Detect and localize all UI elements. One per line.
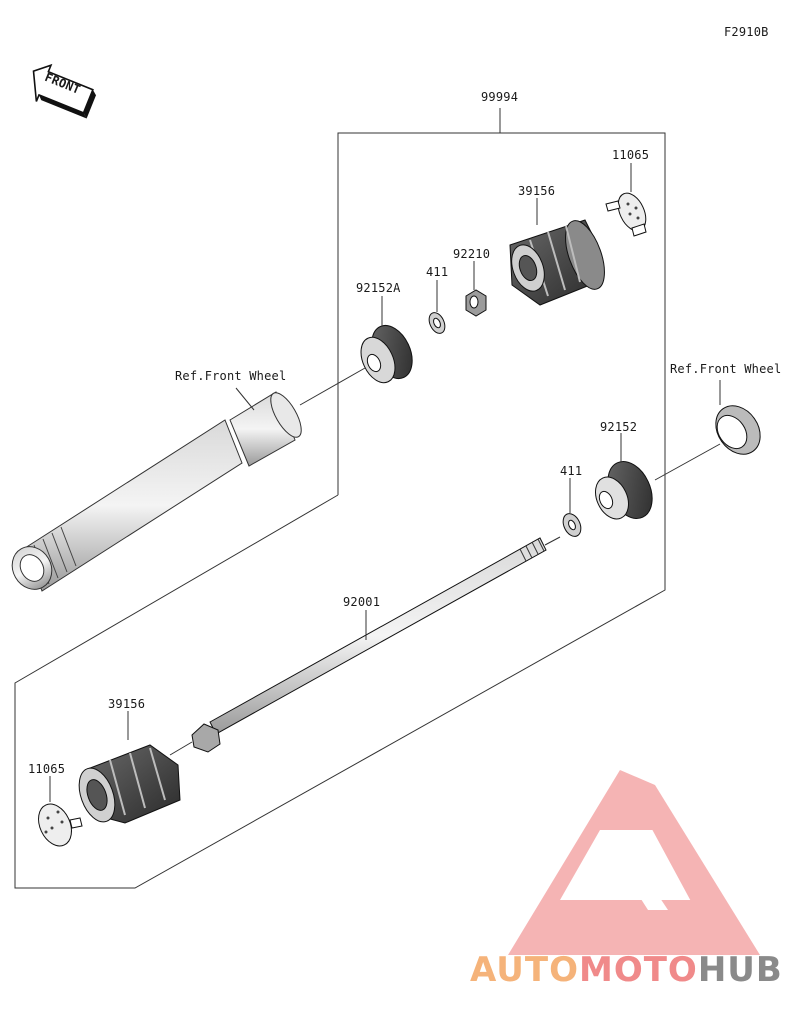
washer-411-right xyxy=(562,513,582,537)
label-39156-top: 39156 xyxy=(518,184,556,198)
label-39156-bottom: 39156 xyxy=(108,697,146,711)
cap-11065-top xyxy=(605,192,647,237)
leader-lines xyxy=(49,163,632,802)
label-11065-bottom: 11065 xyxy=(28,762,66,776)
washer-411-top xyxy=(428,312,446,334)
nut-92210 xyxy=(465,289,487,317)
watermark-hub: HUB xyxy=(697,950,783,990)
bolt-92001 xyxy=(191,537,547,753)
kit-bracket xyxy=(14,132,666,889)
label-ref-right: Ref.Front Wheel xyxy=(670,362,782,376)
front-axle xyxy=(11,391,302,592)
collar-92152 xyxy=(595,461,653,520)
label-92210: 92210 xyxy=(453,247,491,261)
bolt-to-slider-line xyxy=(169,741,193,756)
ref-left-leader xyxy=(235,387,255,411)
bolt-centerline xyxy=(544,536,561,546)
label-411-right: 411 xyxy=(560,464,583,478)
watermark-text: AUTOMOTOHUB xyxy=(470,950,783,990)
wheel-collar-right xyxy=(715,405,761,455)
cap-11065-bottom xyxy=(38,803,83,847)
figure-id: F2910B xyxy=(724,25,769,39)
label-411-top: 411 xyxy=(426,265,449,279)
label-11065-top: 11065 xyxy=(612,148,650,162)
label-99994: 99994 xyxy=(481,90,519,104)
axle-centerline-left xyxy=(299,367,366,406)
label-92152a: 92152A xyxy=(356,281,401,295)
watermark-auto: AUTO xyxy=(470,950,579,990)
slider-39156-bottom xyxy=(78,744,181,824)
label-92152: 92152 xyxy=(600,420,638,434)
label-92001: 92001 xyxy=(343,595,381,609)
watermark-logo xyxy=(508,770,760,955)
watermark-moto: MOTO xyxy=(578,950,698,990)
slider-39156-top xyxy=(509,219,605,306)
label-ref-left: Ref.Front Wheel xyxy=(175,369,287,383)
collar-92152a xyxy=(360,325,413,384)
front-arrow-icon xyxy=(32,63,97,119)
axle-centerline-right xyxy=(654,443,721,481)
